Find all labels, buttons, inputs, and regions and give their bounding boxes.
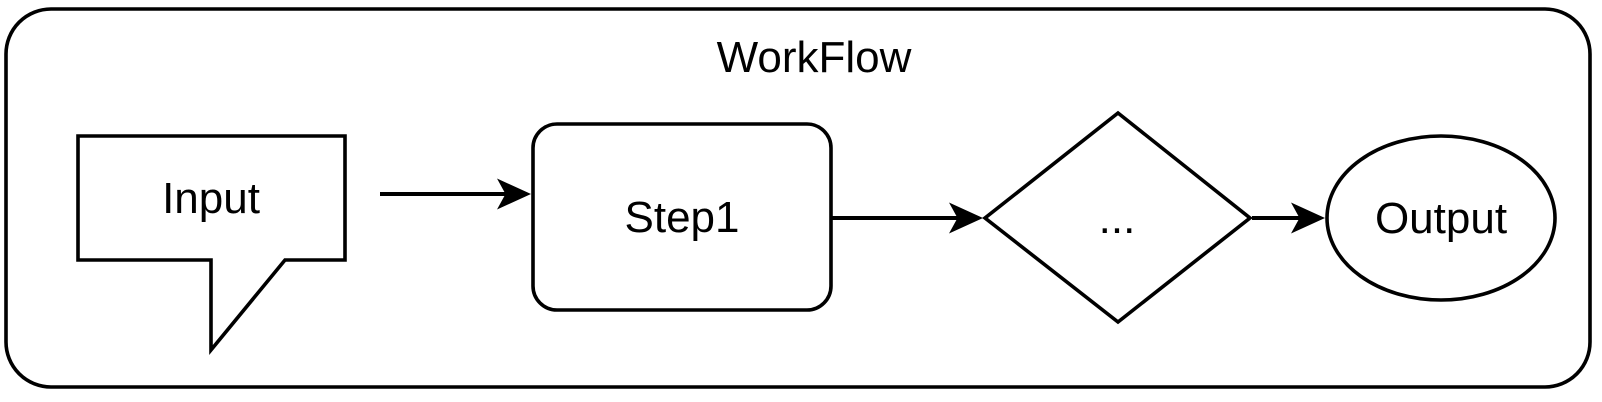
input-node: Input	[76, 134, 347, 356]
decision-node: ...	[982, 110, 1253, 325]
workflow-title: WorkFlow	[717, 33, 912, 82]
arrowhead-icon	[497, 178, 531, 210]
output-node: Output	[1325, 134, 1557, 302]
workflow-container-frame	[4, 7, 1592, 389]
input-label: Input	[162, 174, 260, 223]
arrowhead-icon	[1291, 202, 1325, 234]
decision-label: ...	[1099, 194, 1136, 243]
output-label: Output	[1375, 194, 1507, 243]
diamond-shape	[982, 110, 1253, 325]
arrow-input-to-step1	[380, 178, 531, 210]
workflow-container: WorkFlow	[4, 7, 1592, 389]
step1-node: Step1	[531, 122, 833, 312]
arrowhead-icon	[949, 202, 983, 234]
arrow-step1-to-decision	[831, 202, 983, 234]
callout-shape	[76, 134, 347, 356]
arrow-decision-to-output	[1252, 202, 1325, 234]
step1-label: Step1	[625, 193, 740, 242]
ellipse-shape	[1325, 134, 1557, 302]
